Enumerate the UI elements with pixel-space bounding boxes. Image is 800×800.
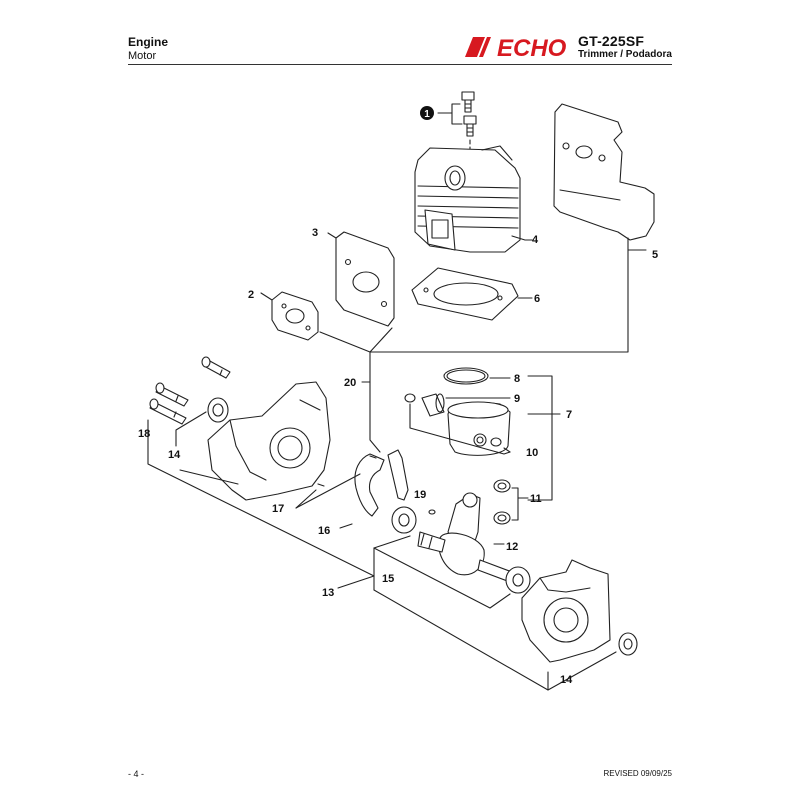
callout-17: 17	[272, 503, 284, 515]
locating-pin-plate	[387, 449, 409, 501]
dowel-pins	[317, 455, 377, 487]
callout-19: 19	[414, 489, 426, 501]
crankshaft-bearings	[391, 506, 531, 594]
callout-11: 11	[530, 493, 542, 505]
callout-14a: 14	[168, 449, 181, 461]
callout-7: 7	[566, 409, 572, 421]
crankshaft	[417, 492, 513, 583]
section-title: Engine	[128, 35, 169, 49]
callout-1: 1	[424, 109, 430, 120]
piston-ring	[443, 367, 489, 385]
woodruff-key	[428, 509, 436, 515]
callout-18: 18	[138, 428, 150, 440]
piston	[447, 401, 511, 456]
callout-6: 6	[534, 293, 540, 305]
oil-seal-right	[618, 632, 638, 656]
callout-13: 13	[322, 587, 334, 599]
oil-seal	[207, 397, 229, 423]
callout-8: 8	[514, 373, 520, 385]
echo-logo: ECHO	[465, 35, 567, 60]
logo-wordmark: ECHO	[497, 35, 567, 60]
piston-pin	[421, 393, 445, 417]
crankcase-half	[207, 381, 331, 501]
insulator	[271, 291, 319, 341]
callout-2: 2	[248, 289, 254, 301]
crankcase-second-half	[521, 559, 611, 663]
header-rule	[128, 64, 672, 65]
piston-pin-circlips	[404, 393, 502, 447]
callout-1-circle	[420, 106, 434, 120]
model-number: GT-225SF	[578, 33, 645, 49]
needle-bearing	[493, 479, 511, 525]
header-left: Engine Motor	[128, 35, 168, 62]
callout-4: 4	[532, 234, 539, 246]
section-subtitle: Motor	[128, 50, 157, 62]
callout-20: 20	[344, 377, 356, 389]
callout-16: 16	[318, 525, 330, 537]
bearing-retainer	[354, 453, 385, 517]
callout-10: 10	[526, 447, 538, 459]
cylinder-base-gasket	[411, 267, 519, 321]
intake-gasket	[335, 231, 395, 327]
callout-9: 9	[514, 393, 520, 405]
callout-3: 3	[312, 227, 318, 239]
model-block: GT-225SF Trimmer / Podadora	[578, 33, 672, 60]
callout-15: 15	[382, 573, 394, 585]
callout-14b: 14	[560, 674, 573, 686]
heat-shield	[553, 103, 655, 241]
page-number: - 4 -	[128, 769, 145, 779]
model-description: Trimmer / Podadora	[578, 49, 672, 60]
callout-5: 5	[652, 249, 658, 261]
revision-date: REVISED 09/09/25	[603, 769, 672, 778]
crankcase-bolts	[149, 356, 231, 425]
callout-12: 12	[506, 541, 518, 553]
cylinder	[414, 145, 521, 253]
